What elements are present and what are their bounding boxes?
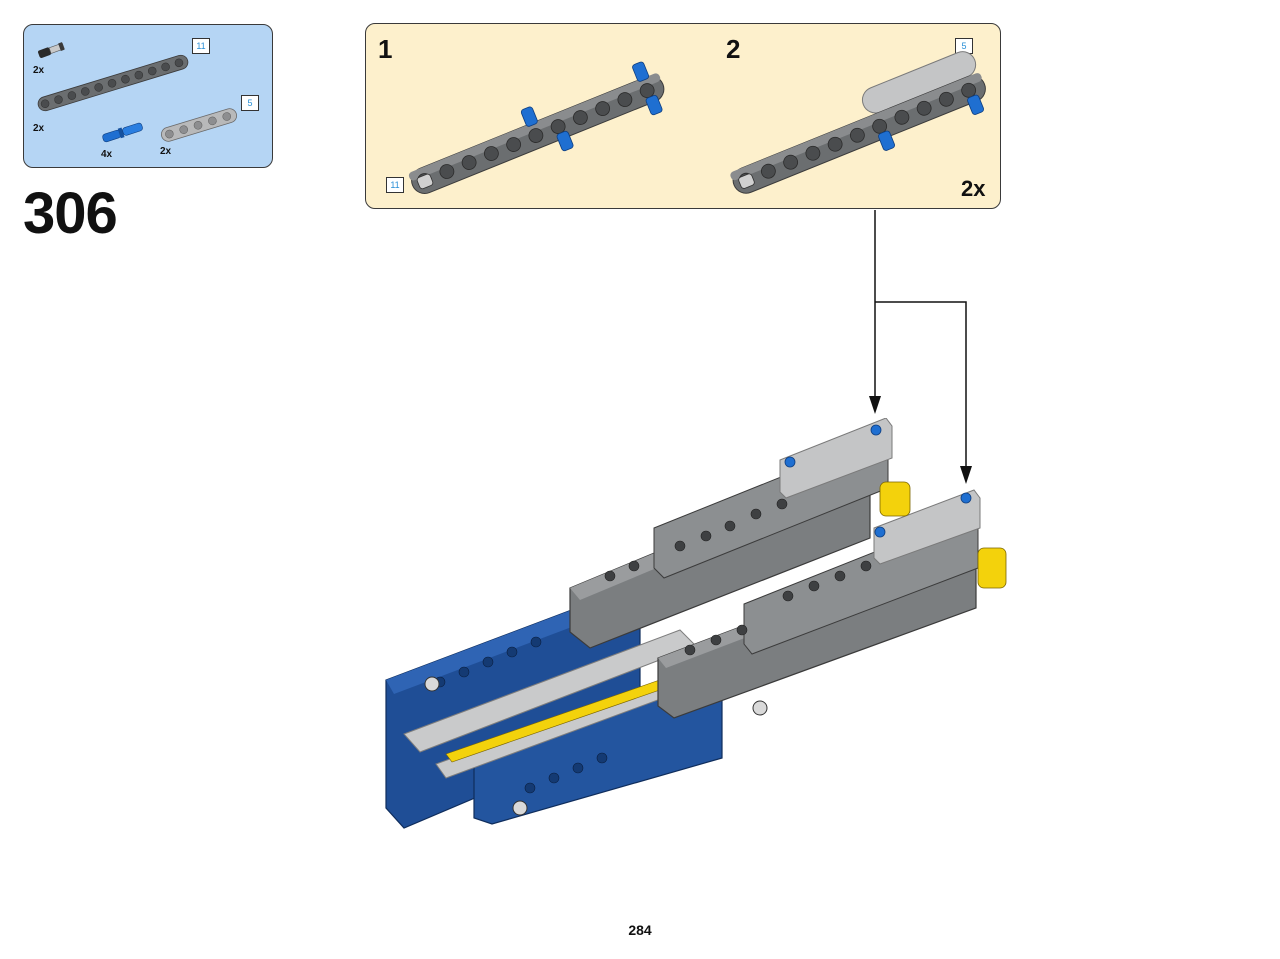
substep-2-illustration bbox=[730, 51, 986, 194]
step-number: 306 bbox=[23, 181, 118, 246]
blue-pin-part bbox=[102, 122, 143, 143]
substep-number: 1 bbox=[378, 34, 393, 64]
axle-pin-part bbox=[38, 42, 65, 58]
part-qty: 2x bbox=[33, 123, 45, 134]
part-qty: 2x bbox=[160, 146, 172, 157]
beam-5-part bbox=[160, 108, 238, 142]
length-tag: 11 bbox=[386, 177, 404, 193]
multiplier-label: 2x bbox=[961, 176, 986, 201]
main-assembly-illustration bbox=[385, 418, 1007, 829]
substep-1-illustration bbox=[408, 61, 665, 195]
beam-11-part bbox=[37, 54, 189, 112]
length-tag: 5 bbox=[241, 95, 259, 111]
subassembly-callout: 1 2 11 5 2x bbox=[365, 23, 1001, 209]
page-number: 284 bbox=[628, 922, 652, 938]
part-qty: 4x bbox=[101, 149, 113, 160]
length-tag: 11 bbox=[192, 38, 210, 54]
parts-list-callout: 2x 2x 11 4x 2x bbox=[23, 24, 273, 168]
substep-number: 2 bbox=[726, 34, 741, 64]
part-qty: 2x bbox=[33, 65, 45, 76]
